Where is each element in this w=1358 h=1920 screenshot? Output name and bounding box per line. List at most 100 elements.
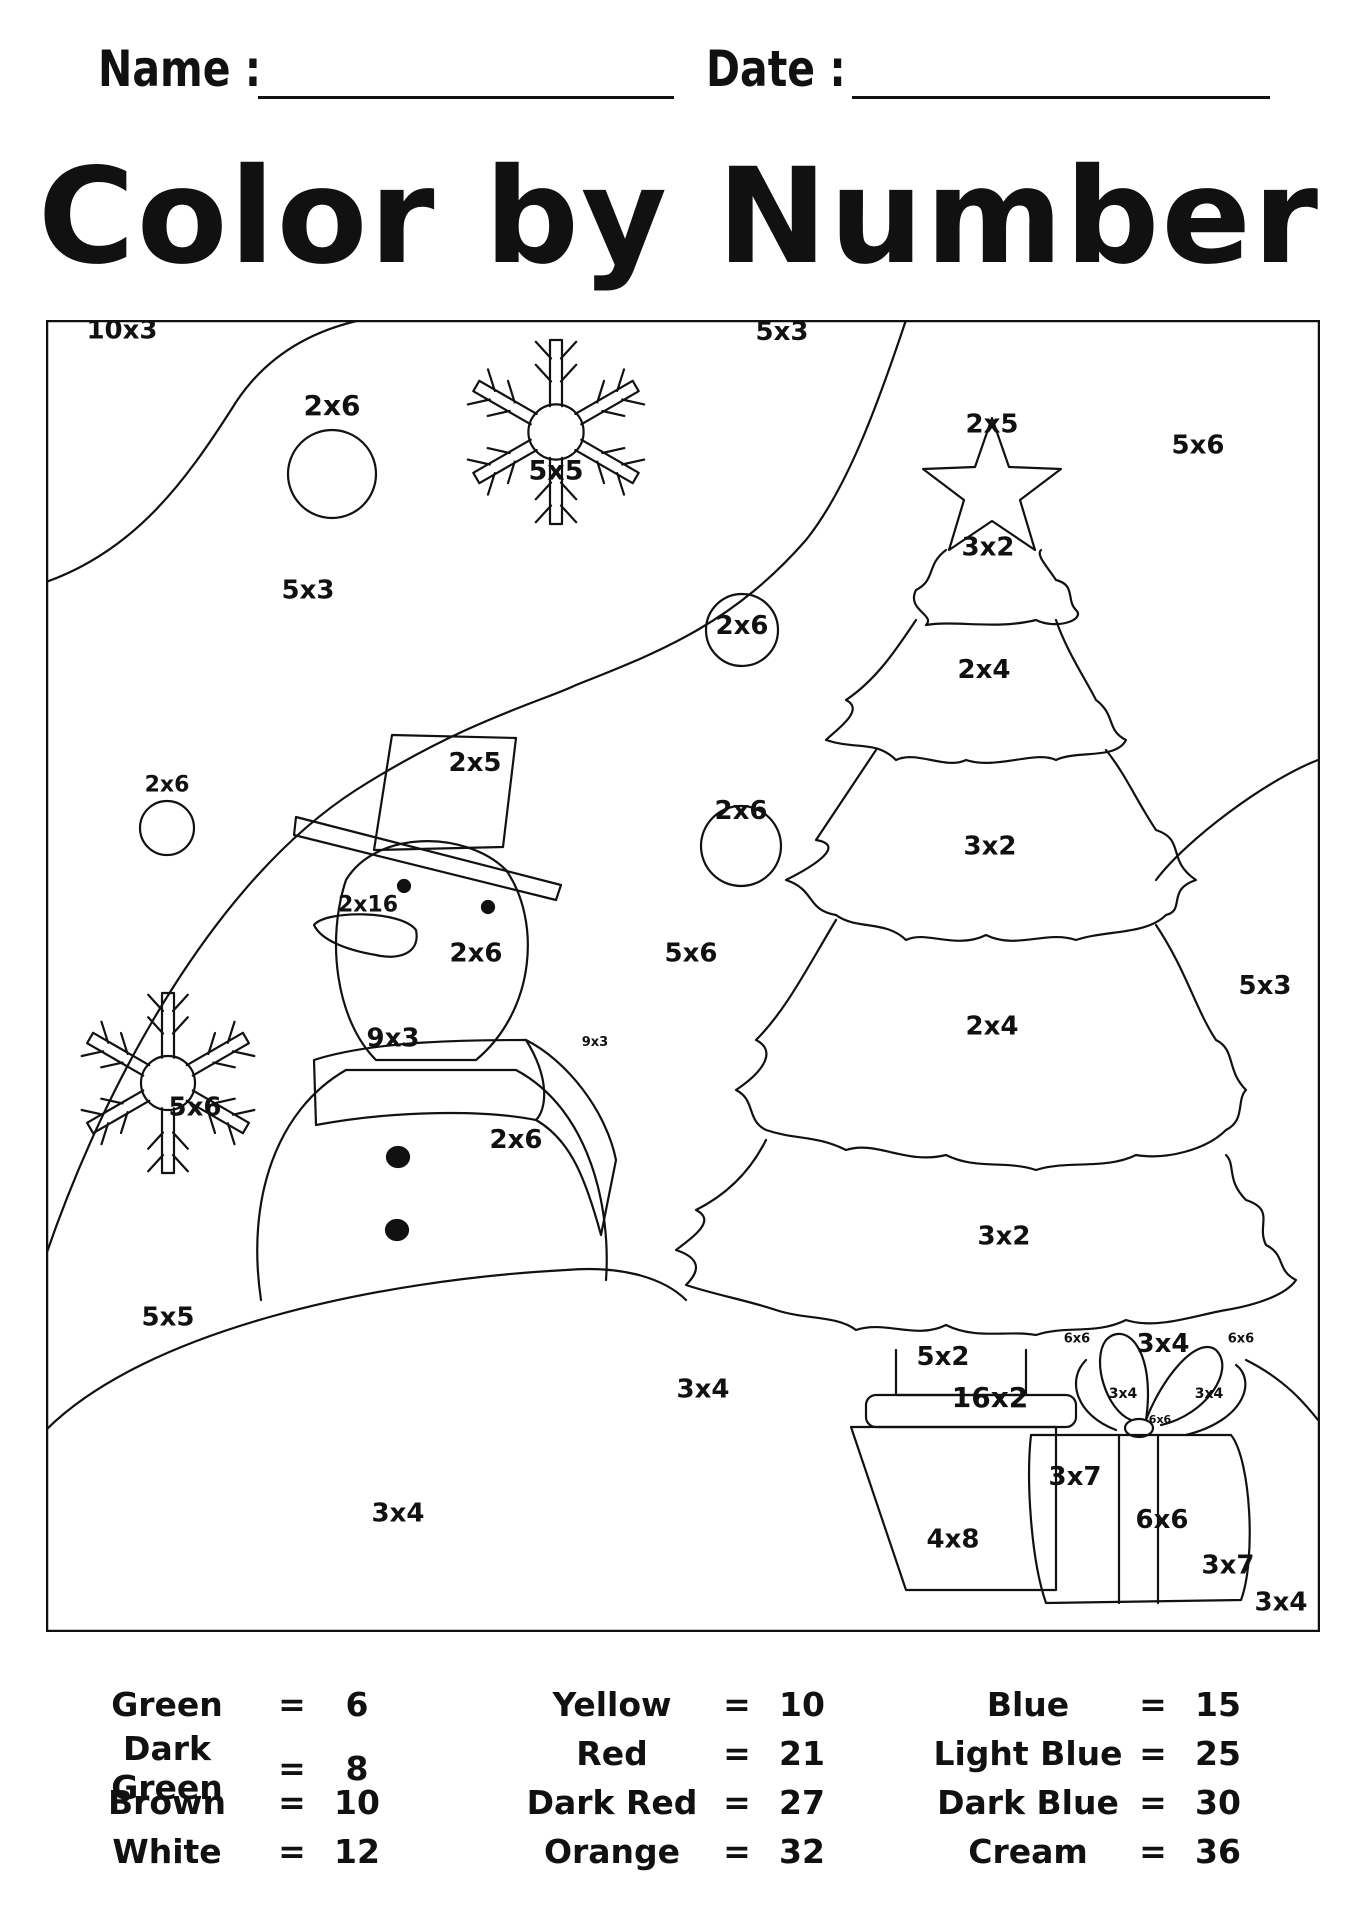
snowflake-arm bbox=[466, 438, 538, 496]
key-color: Green bbox=[111, 1685, 223, 1724]
label-tree-tier3: 3x2 bbox=[964, 831, 1017, 861]
sky-hill-right bbox=[1154, 758, 1320, 882]
moon bbox=[286, 428, 378, 520]
tree-tier-3 bbox=[784, 748, 1198, 942]
label-sky-top: 5x3 bbox=[756, 320, 809, 347]
color-key-column-1: Green=6 Dark Green = 8 Brown = 10 White=12 bbox=[62, 1680, 482, 1876]
key-equals: = bbox=[723, 1783, 751, 1822]
key-value: 6 bbox=[345, 1685, 369, 1724]
label-tree-tier2: 2x4 bbox=[958, 655, 1011, 685]
label-scarf: 9x3 bbox=[367, 1023, 420, 1053]
label-bow-loop-left: 3x4 bbox=[1109, 1386, 1138, 1402]
key-row: Yellow=10 bbox=[507, 1680, 927, 1729]
key-color: Dark Green bbox=[111, 1729, 223, 1807]
snowman-head bbox=[334, 840, 529, 1062]
gift-bow bbox=[1074, 1333, 1247, 1437]
label-gift-right: 3x7 bbox=[1202, 1551, 1255, 1581]
key-row: White=12 bbox=[62, 1827, 482, 1876]
date-label: Date : bbox=[706, 40, 846, 98]
key-row: Dark Green = 8 bbox=[62, 1729, 482, 1807]
key-value: 12 bbox=[334, 1832, 380, 1871]
key-row: Blue=15 bbox=[923, 1680, 1343, 1729]
label-bow-right: 6x6 bbox=[1228, 1332, 1254, 1347]
date-field[interactable] bbox=[852, 96, 1270, 99]
ground-line-left bbox=[46, 1267, 688, 1432]
snowman-eye-left bbox=[396, 878, 412, 894]
snowman-hat bbox=[292, 733, 563, 902]
label-hill-mid: 5x6 bbox=[665, 938, 718, 968]
label-trunk: 5x2 bbox=[917, 1342, 970, 1372]
label-scarf-tail: 9x3 bbox=[582, 1035, 608, 1050]
label-head: 2x6 bbox=[450, 938, 503, 968]
pot bbox=[849, 1425, 1058, 1592]
snowflake-center bbox=[527, 403, 585, 461]
color-key-column-3: Blue=15 Light Blue=25 Dark Blue=30 Cream… bbox=[923, 1680, 1343, 1876]
key-row: Green=6 bbox=[62, 1680, 482, 1729]
gift-bow-knot bbox=[1123, 1417, 1155, 1439]
key-value: 36 bbox=[1195, 1832, 1241, 1871]
key-equals: = bbox=[1139, 1734, 1167, 1773]
label-bow-knot: 6x6 bbox=[1149, 1413, 1172, 1426]
snowflake-arm bbox=[147, 1107, 189, 1175]
key-equals: = bbox=[723, 1832, 751, 1871]
label-snowflake-bottom: 5x5 bbox=[142, 1303, 195, 1333]
tree-tier-1 bbox=[912, 548, 1080, 627]
snowflake-top bbox=[466, 338, 646, 526]
key-value: 10 bbox=[334, 1783, 380, 1822]
label-ornament-small: 2x6 bbox=[145, 773, 190, 798]
snowflake-arm bbox=[534, 456, 578, 526]
snowflake-arm bbox=[466, 368, 538, 426]
label-gift-left: 3x7 bbox=[1049, 1462, 1102, 1492]
key-value: 8 bbox=[345, 1748, 369, 1788]
tree-tier-2 bbox=[824, 618, 1128, 764]
snowman-body bbox=[256, 1068, 608, 1302]
key-value: 21 bbox=[779, 1734, 825, 1773]
key-equals: = bbox=[278, 1783, 306, 1822]
sky-hill-big bbox=[46, 320, 908, 1257]
name-label: Name : bbox=[98, 40, 262, 98]
key-equals: = bbox=[1139, 1685, 1167, 1724]
key-row: Dark Blue=30 bbox=[923, 1778, 1343, 1827]
label-sky-left: 10x3 bbox=[86, 320, 157, 346]
snowflake-center bbox=[139, 1054, 197, 1112]
label-ground-mid: 3x4 bbox=[677, 1375, 730, 1405]
color-key-column-2: Yellow=10 Red=21 Dark Red=27 Orange=32 bbox=[507, 1680, 927, 1876]
picture-frame bbox=[46, 320, 1320, 1632]
tree-star bbox=[921, 416, 1063, 552]
snowflake-arm bbox=[185, 1020, 256, 1077]
label-bow-left: 6x6 bbox=[1064, 1332, 1090, 1347]
key-row: Cream=36 bbox=[923, 1827, 1343, 1876]
snowflake-arm bbox=[80, 1089, 151, 1146]
key-color: Blue bbox=[986, 1685, 1070, 1724]
label-ornament-b: 2x6 bbox=[715, 796, 768, 826]
key-value: 30 bbox=[1195, 1783, 1241, 1822]
snowman-button-bottom bbox=[384, 1218, 410, 1242]
snowflake-bottom bbox=[80, 991, 256, 1175]
name-field[interactable] bbox=[258, 96, 674, 99]
key-value: 27 bbox=[779, 1783, 825, 1822]
key-equals: = bbox=[278, 1748, 306, 1788]
key-color: Yellow bbox=[552, 1685, 672, 1724]
label-bow-center: 3x4 bbox=[1137, 1329, 1190, 1359]
key-color: Orange bbox=[543, 1832, 681, 1871]
ornament-a bbox=[704, 592, 780, 668]
snowflake-arm bbox=[147, 991, 189, 1059]
key-color: Dark Red bbox=[526, 1783, 698, 1822]
label-pot-rim: 16x2 bbox=[952, 1381, 1029, 1414]
ornament-b bbox=[699, 804, 783, 888]
snowman-scarf bbox=[312, 1038, 618, 1237]
label-tree-bottom: 3x2 bbox=[978, 1222, 1031, 1252]
label-ornament-a: 2x6 bbox=[716, 611, 769, 641]
key-color: Dark Blue bbox=[937, 1783, 1119, 1822]
snowman-button-top bbox=[385, 1145, 411, 1169]
key-row: Orange=32 bbox=[507, 1827, 927, 1876]
key-color: Brown bbox=[107, 1783, 227, 1822]
key-color: White bbox=[112, 1832, 222, 1871]
label-gift-ribbon: 6x6 bbox=[1136, 1505, 1189, 1535]
label-moon: 2x6 bbox=[303, 389, 360, 422]
label-star: 2x5 bbox=[966, 410, 1019, 440]
key-equals: = bbox=[1139, 1832, 1167, 1871]
label-ground-right: 3x4 bbox=[1255, 1587, 1308, 1617]
label-sky-far-right: 5x3 bbox=[1239, 971, 1292, 1001]
